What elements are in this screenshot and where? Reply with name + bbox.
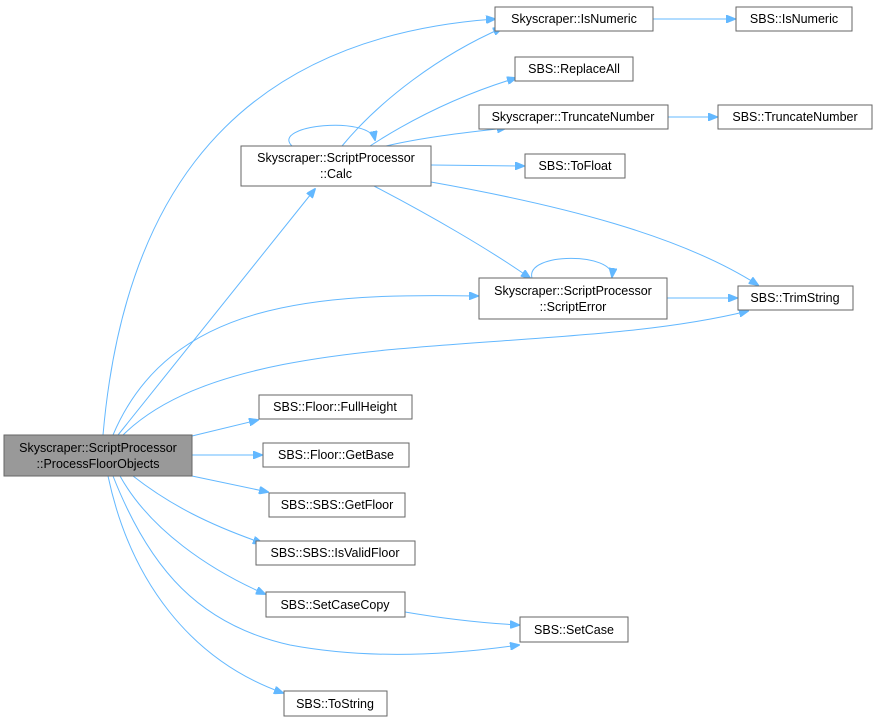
edge-calc-to-sky-truncate <box>385 128 506 147</box>
node-trim-string[interactable]: SBS::TrimString <box>737 285 854 311</box>
node-script-error[interactable]: Skyscraper::ScriptProcessor ::ScriptErro… <box>478 277 668 320</box>
node-replace-all[interactable]: SBS::ReplaceAll <box>514 56 634 82</box>
edge-process-to-get-floor <box>191 475 268 492</box>
node-sky-truncate-number[interactable]: Skyscraper::TruncateNumber <box>478 104 669 130</box>
node-sbs-truncate-number[interactable]: SBS::TruncateNumber <box>717 104 873 130</box>
node-label: SBS::TrimString <box>750 291 839 305</box>
node-label: SBS::SBS::GetFloor <box>281 498 394 512</box>
node-label: Skyscraper::IsNumeric <box>511 12 637 26</box>
edge-process-to-script-error <box>112 296 478 436</box>
edge-calc-self-loop <box>288 124 375 147</box>
edge-process-to-to-string <box>107 475 283 693</box>
node-label: SBS::SBS::IsValidFloor <box>271 546 400 560</box>
node-to-float[interactable]: SBS::ToFloat <box>524 153 626 179</box>
node-sbs-is-valid-floor[interactable]: SBS::SBS::IsValidFloor <box>255 540 416 566</box>
node-sbs-get-floor[interactable]: SBS::SBS::GetFloor <box>268 492 406 518</box>
edge-calc-to-replace-all <box>369 78 516 147</box>
edge-process-to-trim-string <box>122 311 748 436</box>
node-process-floor-objects[interactable]: Skyscraper::ScriptProcessor ::ProcessFlo… <box>3 434 193 477</box>
node-label: SBS::Floor::GetBase <box>278 448 394 462</box>
node-label: Skyscraper::TruncateNumber <box>492 110 655 124</box>
edge-script-error-self-loop <box>531 257 612 278</box>
edge-process-to-set-case-copy <box>119 475 265 594</box>
node-label: SBS::Floor::FullHeight <box>273 400 397 414</box>
edge-process-to-full-height <box>191 420 258 437</box>
node-label: SBS::SetCaseCopy <box>280 598 390 612</box>
node-label: SBS::ToFloat <box>539 159 612 173</box>
node-label: ::ScriptError <box>540 300 607 314</box>
edge-calc-to-trim-string <box>430 181 758 285</box>
edges <box>102 19 758 693</box>
edge-process-to-sky-is-numeric <box>102 19 495 436</box>
node-label: SBS::ReplaceAll <box>528 62 620 76</box>
node-label: SBS::IsNumeric <box>750 12 838 26</box>
node-label: SBS::TruncateNumber <box>732 110 857 124</box>
node-to-string[interactable]: SBS::ToString <box>283 690 388 717</box>
edge-calc-to-to-float <box>430 165 524 166</box>
node-label: ::Calc <box>320 167 352 181</box>
node-set-case[interactable]: SBS::SetCase <box>519 616 629 643</box>
node-floor-full-height[interactable]: SBS::Floor::FullHeight <box>258 394 413 420</box>
node-label: ::ProcessFloorObjects <box>37 457 160 471</box>
edge-process-to-set-case <box>112 475 519 655</box>
node-sky-is-numeric[interactable]: Skyscraper::IsNumeric <box>494 6 654 32</box>
edge-calc-to-script-error <box>371 184 530 278</box>
edge-process-to-is-valid-floor <box>132 475 262 543</box>
node-set-case-copy[interactable]: SBS::SetCaseCopy <box>265 591 406 618</box>
node-sbs-is-numeric[interactable]: SBS::IsNumeric <box>735 6 853 32</box>
edge-process-to-calc <box>117 189 315 436</box>
edge-calc-to-sky-is-numeric <box>341 28 502 147</box>
nodes: Skyscraper::ScriptProcessor ::ProcessFlo… <box>3 6 873 717</box>
node-label: Skyscraper::ScriptProcessor <box>494 284 652 298</box>
node-label: Skyscraper::ScriptProcessor <box>19 441 177 455</box>
node-label: Skyscraper::ScriptProcessor <box>257 151 415 165</box>
node-label: SBS::SetCase <box>534 623 614 637</box>
node-floor-get-base[interactable]: SBS::Floor::GetBase <box>262 442 410 468</box>
edge-set-case-copy-to-set-case <box>404 611 519 625</box>
node-calc[interactable]: Skyscraper::ScriptProcessor ::Calc <box>240 145 432 187</box>
node-label: SBS::ToString <box>296 697 374 711</box>
